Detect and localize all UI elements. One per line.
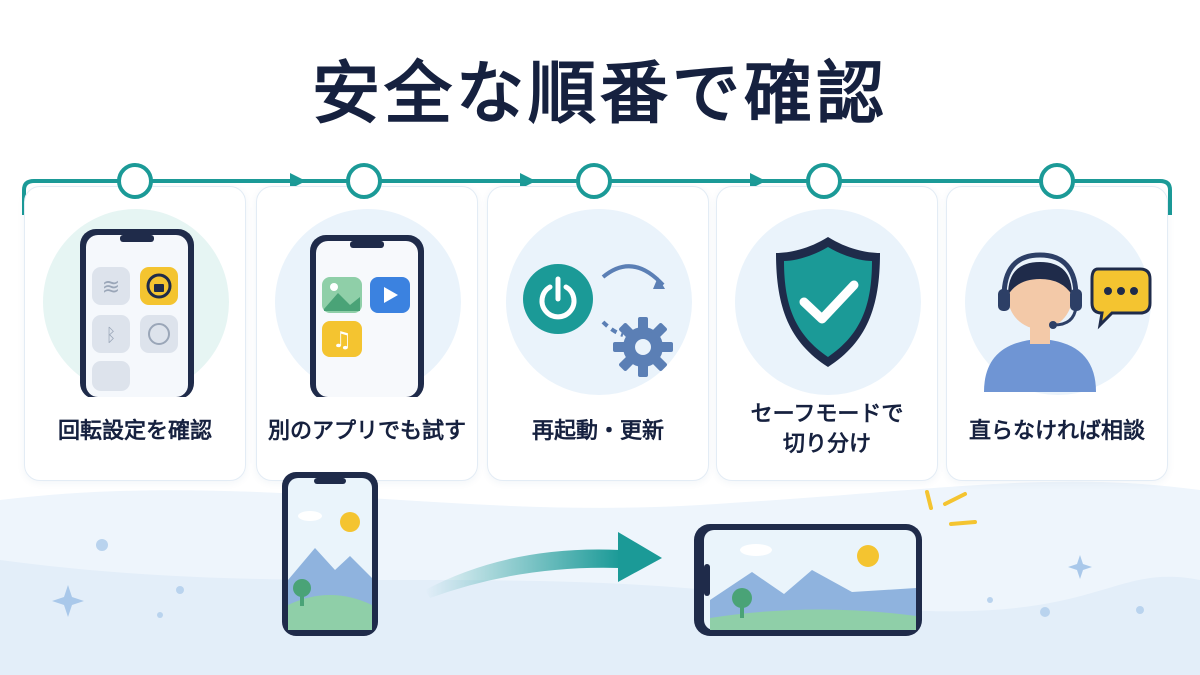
portrait-phone-icon [282,472,378,636]
rotate-arrow-icon [425,532,662,598]
timeline-node [117,163,153,199]
power-restart-gear-icon [506,209,692,395]
phone-apps-icon: ♫ [275,209,461,397]
step-card-other-app: ♫ 別のアプリでも試す [256,186,478,481]
support-agent-icon [965,209,1152,395]
phone-control-center-icon: ≋ ᛒ [43,209,229,397]
svg-text:♫: ♫ [332,328,352,353]
timeline-node [576,163,612,199]
page-title: 安全な順番で確認 [311,55,888,134]
sparkle-icon [52,555,1092,617]
landscape-phone-icon [694,524,922,636]
timeline-node [806,163,842,199]
step-label: 回転設定を確認 [57,419,212,444]
timeline-node [1039,163,1075,199]
timeline-arrow-icon [290,173,766,189]
step-card-rotation-settings: ≋ ᛒ 回転設定を確認 [24,186,246,481]
svg-text:ᛒ: ᛒ [106,325,117,346]
step-label: 直らなければ相談 [968,419,1145,444]
shield-check-icon [735,209,921,395]
step-card-consult: 直らなければ相談 [946,186,1168,481]
highlight-burst-icon [925,490,977,526]
step-label-line2: 切り分け [782,432,871,457]
svg-text:≋: ≋ [102,275,120,300]
step-label: 再起動・更新 [531,419,664,444]
step-card-safe-mode: セーフモードで 切り分け [716,186,938,481]
step-label-line1: セーフモードで [750,402,904,427]
step-label: 別のアプリでも試す [267,419,466,444]
timeline-node [346,163,382,199]
step-card-restart-update: 再起動・更新 [487,186,709,481]
